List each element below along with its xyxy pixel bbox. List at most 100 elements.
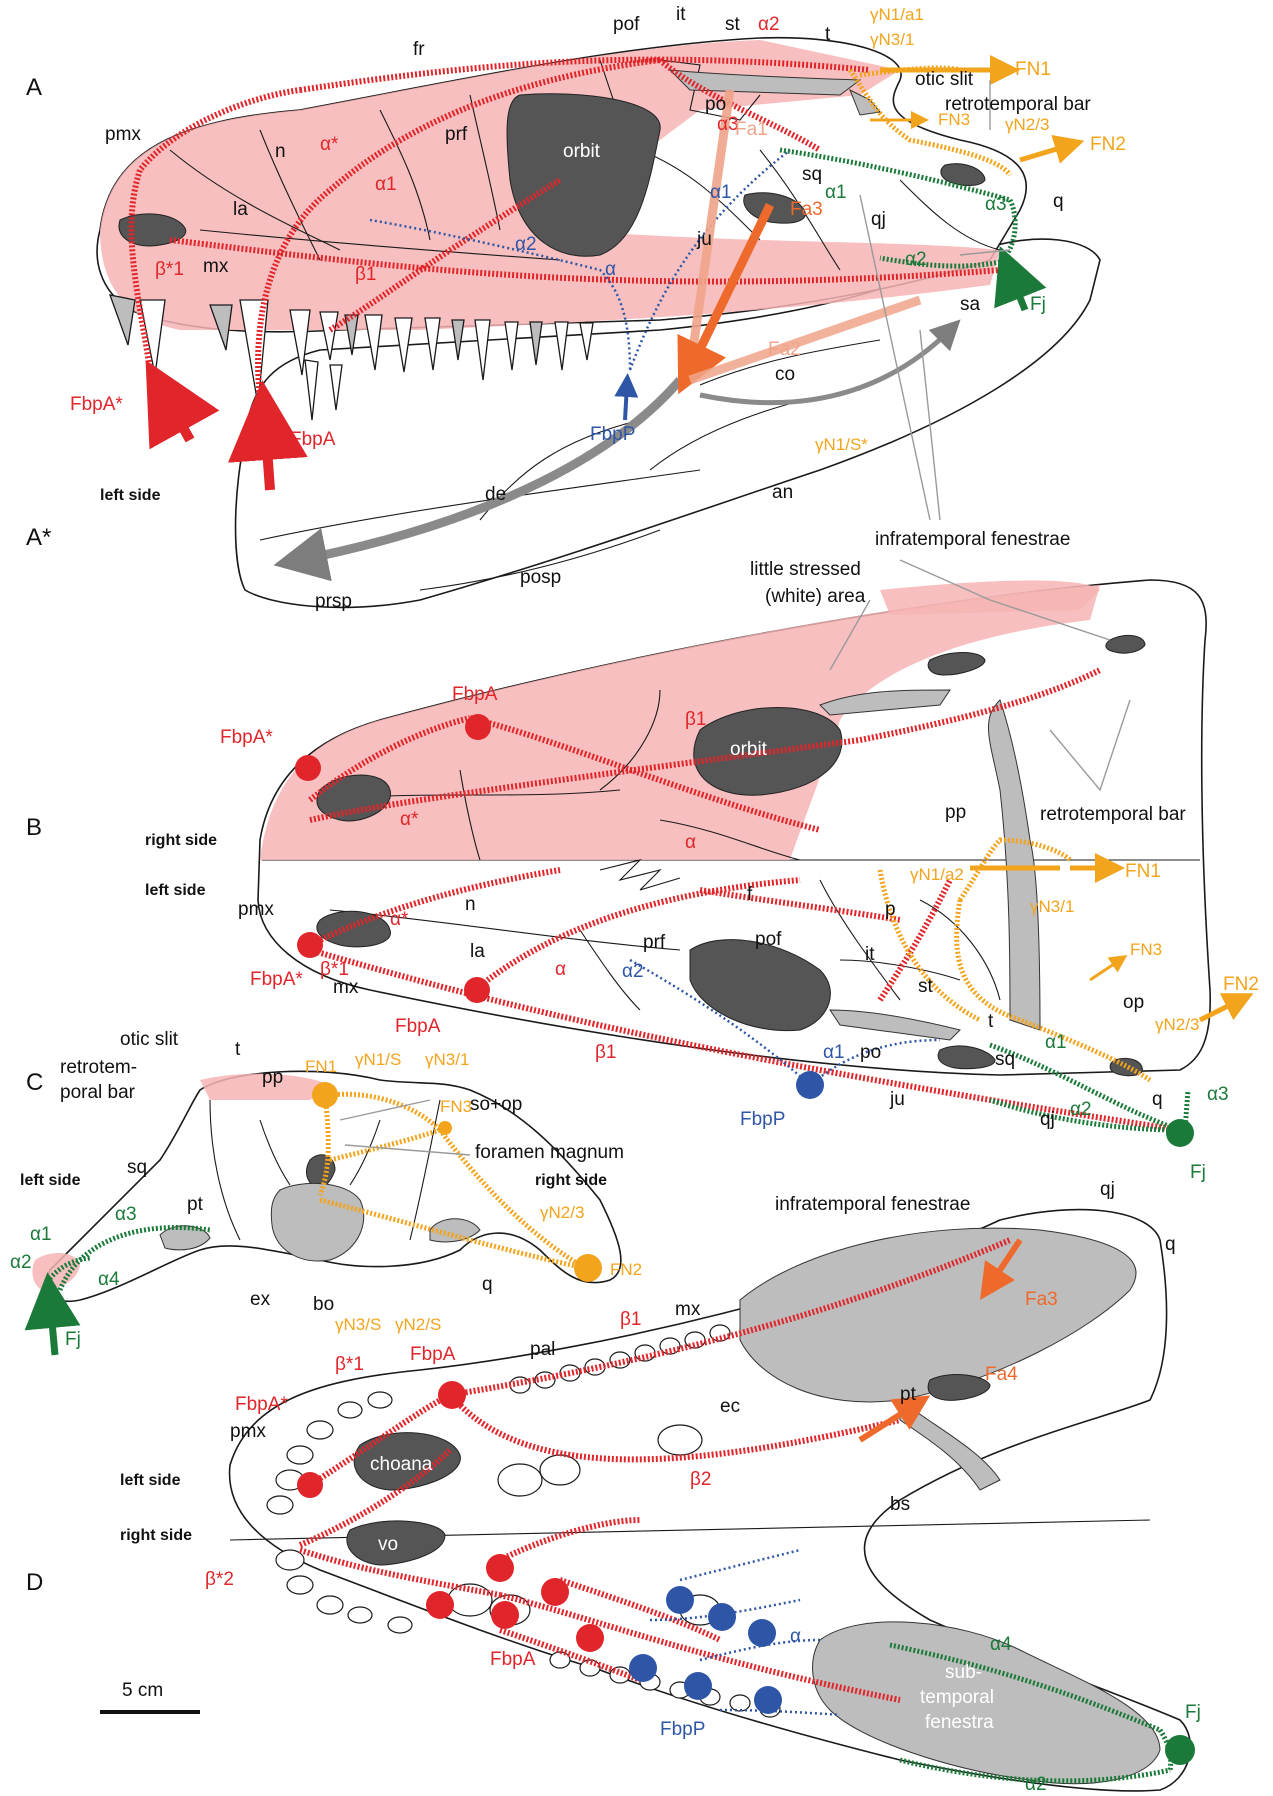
bone-q-d: q bbox=[1165, 1234, 1176, 1255]
choana-label: choana bbox=[370, 1454, 433, 1475]
force-fbpp-a: FbpP bbox=[590, 424, 635, 445]
stress-gN1Sstar-a: γN1/S* bbox=[815, 435, 868, 454]
force-fbpa-d2: FbpA bbox=[490, 1649, 536, 1670]
stress-beta1-a: β1 bbox=[355, 264, 377, 285]
bone-po-a: po bbox=[705, 94, 726, 115]
label-otic-slit-a: otic slit bbox=[915, 69, 974, 90]
force-fa2-a: Fa2 bbox=[768, 339, 801, 360]
force-fn2-b: FN2 bbox=[1223, 974, 1259, 995]
node-fbpp-d1 bbox=[666, 1586, 694, 1614]
force-fbpa-b2: FbpA bbox=[395, 1016, 441, 1037]
force-fbpa-star-d1: FbpA* bbox=[235, 1394, 288, 1415]
stress-beta-star1-a: β*1 bbox=[155, 259, 184, 280]
node-fbpp-d2 bbox=[708, 1603, 736, 1631]
force-fn3-b: FN3 bbox=[1130, 940, 1162, 959]
bone-q-c: q bbox=[482, 1274, 493, 1295]
side-label-a-left: left side bbox=[100, 487, 161, 504]
force-fa1-a: Fa1 bbox=[735, 119, 768, 140]
stress-alpha2-green-a: α2 bbox=[905, 249, 927, 270]
bone-n-a: n bbox=[275, 141, 286, 162]
bone-pof-a: pof bbox=[613, 14, 640, 35]
label-retrotemporal-c2: poral bar bbox=[60, 1082, 136, 1103]
stress-gN1a1-a: γN1/a1 bbox=[870, 5, 924, 24]
bone-fr-a: fr bbox=[413, 39, 425, 60]
side-label-b-left: left side bbox=[145, 882, 206, 899]
bone-prsp-a: prsp bbox=[315, 591, 352, 612]
node-fbpa-star-b1 bbox=[295, 755, 321, 781]
bone-st-a: st bbox=[725, 14, 741, 35]
node-fj-d bbox=[1165, 1735, 1195, 1765]
stress-gN23-c: γN2/3 bbox=[540, 1203, 584, 1222]
bone-la-a: la bbox=[233, 199, 248, 220]
force-fbpa-star-b2: FbpA* bbox=[250, 969, 303, 990]
bone-pal-d: pal bbox=[530, 1339, 555, 1360]
node-fbpa-star-b2 bbox=[297, 932, 323, 958]
stress-gN31-a: γN3/1 bbox=[870, 30, 914, 49]
stress-beta2-d: β2 bbox=[690, 1469, 712, 1490]
stress-beta1-b: β1 bbox=[685, 709, 707, 730]
stress-gN31-c: γN3/1 bbox=[425, 1050, 469, 1069]
stress-beta-star1-b: β*1 bbox=[320, 959, 349, 980]
panel-label-a: A bbox=[26, 74, 42, 101]
node-fbpa-b1 bbox=[465, 714, 491, 740]
bone-pp-c: pp bbox=[262, 1067, 283, 1088]
label-infratemporal-a: infratemporal fenestrae bbox=[875, 529, 1070, 550]
stress-alpha3-green-a: α3 bbox=[985, 194, 1007, 215]
bone-pmx-a: pmx bbox=[105, 124, 141, 145]
force-fn1-c: FN1 bbox=[305, 1057, 337, 1076]
stress-alpha3-c: α3 bbox=[115, 1204, 137, 1225]
force-fa4-d: Fa4 bbox=[985, 1364, 1018, 1385]
stress-alpha-b1: α bbox=[685, 832, 696, 853]
force-fbpa-d1: FbpA bbox=[410, 1344, 456, 1365]
side-label-c-right: right side bbox=[535, 1172, 607, 1189]
stress-alpha2-d: α2 bbox=[1025, 1774, 1047, 1795]
bone-sq-c: sq bbox=[127, 1157, 147, 1178]
label-little-stressed-1: little stressed bbox=[750, 559, 861, 580]
force-fj-d: Fj bbox=[1185, 1702, 1201, 1723]
stress-alpha4-d: α4 bbox=[990, 1634, 1012, 1655]
node-fbpa-b2 bbox=[464, 977, 490, 1003]
node-fbpp-d6 bbox=[754, 1686, 782, 1714]
stress-beta1-b2: β1 bbox=[595, 1042, 617, 1063]
node-fbpa-d2 bbox=[486, 1554, 514, 1582]
bone-it-a: it bbox=[676, 4, 686, 25]
node-fbpa-d3 bbox=[541, 1578, 569, 1606]
node-fbpa-star-d1 bbox=[297, 1472, 323, 1498]
bone-p-b: p bbox=[885, 899, 896, 920]
bone-la-b: la bbox=[470, 941, 485, 962]
stress-alpha-star-b2: α* bbox=[390, 909, 409, 930]
force-fj-b: Fj bbox=[1190, 1162, 1206, 1183]
stress-alpha2-a: α2 bbox=[758, 14, 780, 35]
label-otic-slit-c: otic slit bbox=[120, 1029, 179, 1050]
bone-prf-a: prf bbox=[445, 124, 468, 145]
label-foramen-magnum: foramen magnum bbox=[475, 1142, 624, 1163]
force-fn1-b: FN1 bbox=[1125, 861, 1161, 882]
stress-gN23-a: γN2/3 bbox=[1005, 115, 1049, 134]
stress-alpha1-c: α1 bbox=[30, 1224, 52, 1245]
bone-ju-a: ju bbox=[696, 229, 712, 250]
label-retrotemporal-c1: retrotem- bbox=[60, 1057, 137, 1078]
node-fn3-c bbox=[438, 1121, 452, 1135]
bone-mx-d: mx bbox=[675, 1299, 701, 1320]
bone-de-a: de bbox=[485, 484, 506, 505]
bone-prf-b: prf bbox=[643, 932, 666, 953]
force-fn2-a: FN2 bbox=[1090, 134, 1126, 155]
stress-alpha1-blue-a: α1 bbox=[710, 182, 732, 203]
stress-gN31-b: γN3/1 bbox=[1030, 897, 1074, 916]
bone-op-b: op bbox=[1123, 992, 1144, 1013]
bone-bs-d: bs bbox=[890, 1494, 910, 1515]
bone-pt-d: pt bbox=[900, 1384, 917, 1405]
label-subtemporal-1: sub- bbox=[945, 1662, 982, 1683]
node-fbpa-d1 bbox=[438, 1381, 466, 1409]
bone-sq-b: sq bbox=[995, 1049, 1015, 1070]
stress-alpha1-a: α1 bbox=[375, 174, 397, 195]
force-fn2-c: FN2 bbox=[610, 1260, 642, 1279]
panel-c: C left side right side otic slit retrote… bbox=[10, 1029, 642, 1355]
bone-mx-a: mx bbox=[203, 256, 229, 277]
stress-beta-star1-d: β*1 bbox=[335, 1354, 364, 1375]
bone-it-b: it bbox=[865, 944, 875, 965]
bone-pof-b: pof bbox=[755, 929, 782, 950]
node-fbpp-d5 bbox=[684, 1672, 712, 1700]
force-fbpa-a: FbpA bbox=[290, 429, 336, 450]
